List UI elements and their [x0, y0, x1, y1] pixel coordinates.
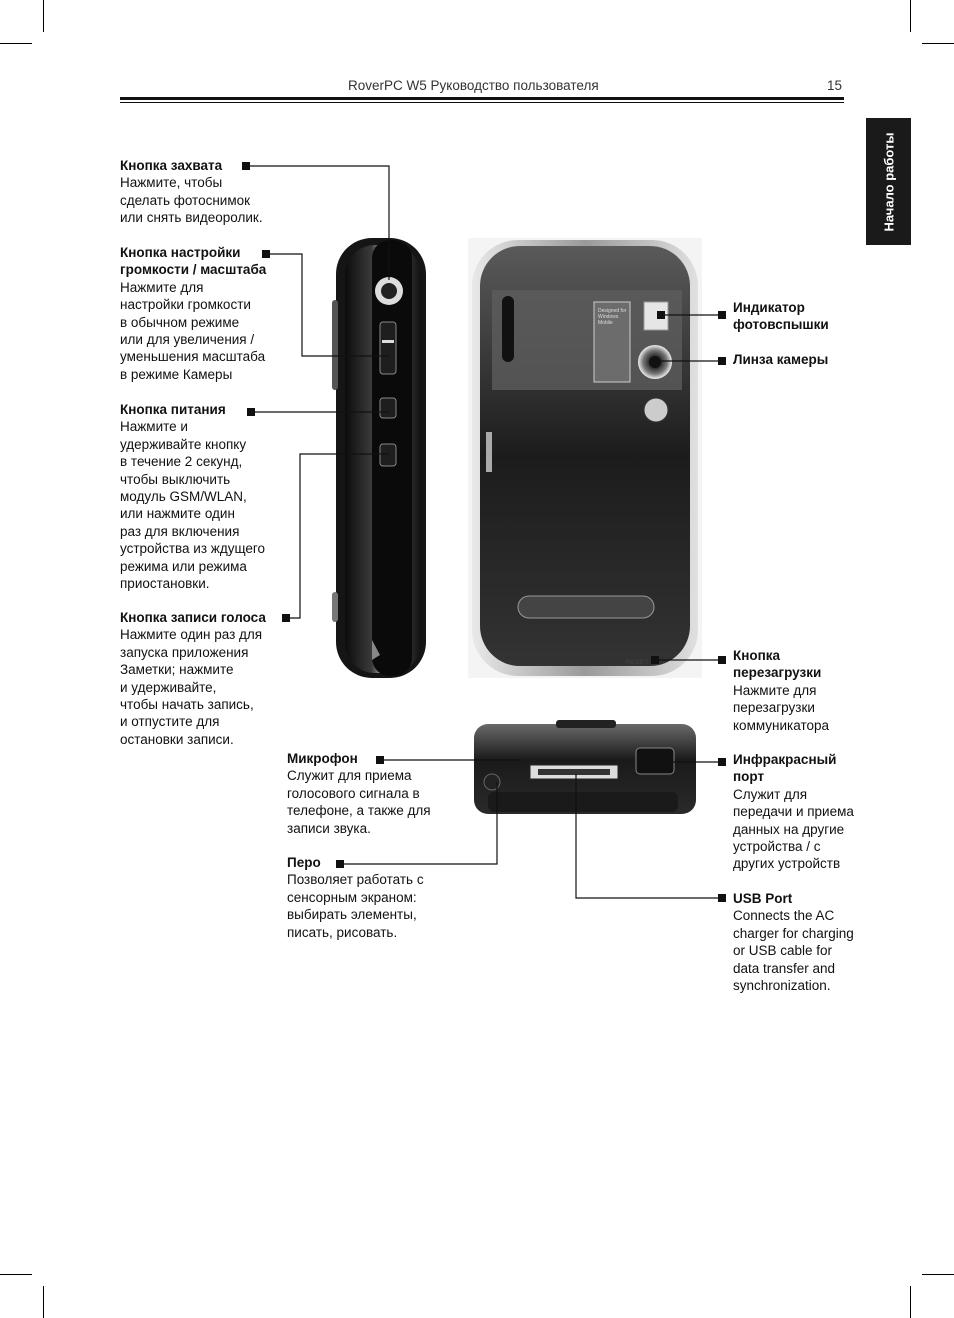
- header-rule: [120, 97, 844, 100]
- callout-desc: Нажмите один раз для запуска приложения …: [120, 627, 263, 747]
- callout-flash-indicator: Индикатор фотовспышки: [733, 299, 883, 334]
- callout-infrared-port: Инфракрасный порт Служит для передачи и …: [733, 751, 883, 873]
- callout-usb-port: USB Port Connects the AC charger for cha…: [733, 890, 883, 994]
- callout-title: Перо: [287, 855, 321, 870]
- device-bottom-view: [474, 720, 696, 814]
- callout-marker: [718, 894, 726, 902]
- crop-mark: [922, 1274, 954, 1275]
- callout-microphone: Микрофон Служит для приема голосового си…: [287, 750, 462, 837]
- crop-mark: [0, 43, 32, 44]
- page-header-title: RoverPC W5 Руководство пользователя: [348, 78, 599, 93]
- callout-desc: Нажмите, чтобы сделать фотоснимок или сн…: [120, 175, 263, 226]
- callout-desc: Служит для передачи и приема данных на д…: [733, 786, 854, 872]
- callout-title: Кнопка перезагрузки: [733, 648, 822, 681]
- callout-marker: [247, 408, 255, 416]
- crop-mark: [43, 0, 44, 32]
- callout-marker: [376, 756, 384, 764]
- callout-title: Кнопка питания: [120, 402, 226, 417]
- device-side-view: [332, 238, 426, 678]
- crop-mark: [0, 1274, 32, 1275]
- callout-volume-button: Кнопка настройки громкости / масштаба На…: [120, 244, 295, 383]
- callout-marker: [651, 656, 659, 664]
- callout-title: USB Port: [733, 891, 793, 906]
- callout-title: Кнопка захвата: [120, 158, 223, 173]
- callout-marker: [262, 250, 270, 258]
- callout-marker: [718, 311, 726, 319]
- callout-camera-lens: Линза камеры: [733, 351, 883, 368]
- callout-desc: Служит для приема голосового сигнала в т…: [287, 768, 431, 836]
- callout-marker: [336, 860, 344, 868]
- callout-stylus: Перо Позволяет работать с сенсорным экра…: [287, 854, 462, 941]
- callout-marker: [718, 758, 726, 766]
- crop-mark: [910, 0, 911, 32]
- callout-voice-record-button: Кнопка записи голоса Нажмите один раз дл…: [120, 609, 295, 748]
- callout-title: Кнопка записи голоса: [120, 610, 266, 625]
- crop-mark: [43, 1286, 44, 1318]
- callout-desc: Позволяет работать с сенсорным экраном: …: [287, 872, 424, 940]
- callout-title: Инфракрасный порт: [733, 752, 837, 785]
- callout-marker: [718, 656, 726, 664]
- crop-mark: [922, 43, 954, 44]
- callout-desc: Нажмите и удерживайте кнопку в течение 2…: [120, 419, 266, 592]
- callout-reset-button: Кнопка перезагрузки Нажмите для перезагр…: [733, 647, 883, 734]
- callout-marker: [718, 357, 726, 365]
- section-tab: Начало работы: [866, 118, 911, 245]
- callout-power-button: Кнопка питания Нажмите и удерживайте кно…: [120, 401, 295, 592]
- callout-title: Индикатор фотовспышки: [733, 300, 829, 333]
- callout-marker: [657, 311, 665, 319]
- device-back-view: [468, 238, 702, 678]
- callout-desc: Нажмите для настройки громкости в обычно…: [120, 279, 266, 382]
- callout-marker: [282, 614, 290, 622]
- crop-mark: [910, 1286, 911, 1318]
- windows-mobile-badge: Designed for Windows Mobile: [598, 308, 627, 326]
- callout-desc: Connects the AC charger for charging or …: [733, 908, 854, 994]
- reset-label: RESET: [626, 660, 649, 666]
- callout-capture-button: Кнопка захвата Нажмите, чтобы сделать фо…: [120, 157, 295, 227]
- header-rule-thin: [120, 102, 844, 103]
- page-number: 15: [827, 78, 843, 93]
- callout-marker: [242, 162, 250, 170]
- callout-title: Кнопка настройки громкости / масштаба: [120, 245, 267, 278]
- callout-title: Микрофон: [287, 751, 358, 766]
- callout-desc: Нажмите для перезагрузки коммуникатора: [733, 682, 829, 733]
- callout-title: Линза камеры: [733, 352, 829, 367]
